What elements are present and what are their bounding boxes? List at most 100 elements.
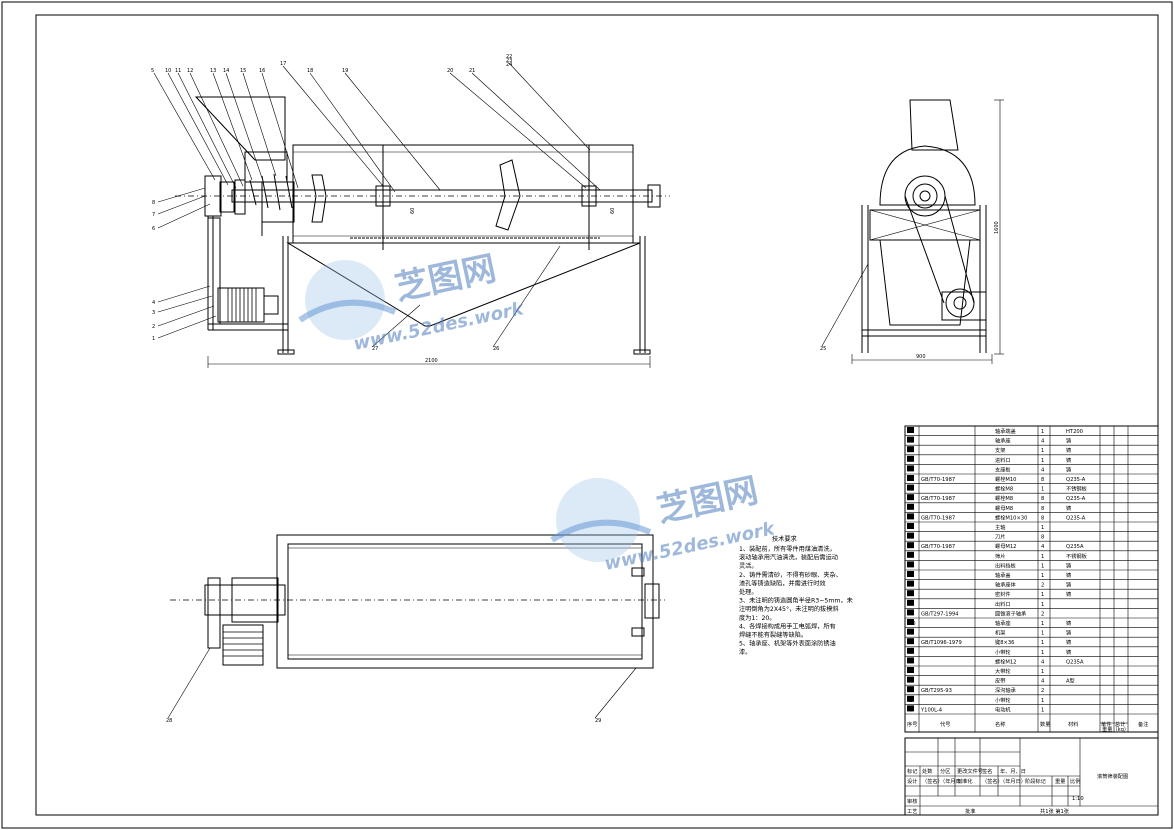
bom-seq: 4 — [909, 679, 913, 685]
bom-name: 键8×36 — [995, 638, 1014, 646]
bom-name: 皮带 — [995, 677, 1005, 685]
callout-12: 12 — [187, 68, 193, 74]
bom-qty: 8 — [1041, 535, 1044, 541]
note-line: 4、各焊接构成用手工电弧焊，所有 — [739, 622, 836, 630]
bom-qty: 4 — [1041, 679, 1045, 685]
svg-text:重量: 重量 — [1055, 777, 1065, 785]
bom-material: 铸 — [1066, 581, 1071, 589]
bom-name: 深沟轴承 — [995, 686, 1017, 694]
bom-material: Q235-A — [1066, 515, 1086, 521]
blade — [495, 159, 521, 231]
callout-28: 28 — [166, 718, 172, 724]
svg-text:批准: 批准 — [965, 807, 975, 815]
side-motor — [941, 291, 987, 321]
bom-seq-mark — [907, 647, 914, 654]
bom-header-cell: 总计 — [1115, 720, 1125, 728]
bom-material: 不锈钢板 — [1066, 552, 1088, 560]
bom-material: HT200 — [1066, 429, 1083, 435]
svg-text:比例: 比例 — [1070, 777, 1080, 785]
notes-title: 技术要求 — [772, 535, 797, 543]
bom-code: GB/T1096-1979 — [921, 640, 962, 646]
bom-name: 电动机 — [995, 705, 1011, 713]
bom-seq-mark — [907, 513, 914, 520]
plan-frame — [276, 534, 654, 669]
bom-seq: 9 — [909, 631, 912, 637]
bom-seq-mark — [907, 667, 914, 673]
leader-lines-left — [157, 187, 217, 339]
bom-name: 密封件 — [995, 590, 1011, 598]
bom-seq-mark — [907, 484, 914, 491]
svg-text:设计: 设计 — [907, 777, 917, 785]
svg-text:签名: 签名 — [982, 767, 992, 775]
inner-frame — [35, 14, 1159, 816]
bom-qty: 1 — [1041, 487, 1044, 493]
note-line: 度为1：20。 — [739, 614, 776, 622]
svg-text:处数: 处数 — [922, 767, 933, 775]
bom-seq: 1 — [909, 707, 912, 713]
bom-name: 出料口 — [995, 600, 1011, 608]
svg-text:（签名）: （签名） — [982, 777, 1003, 785]
bom-material: 铸 — [1066, 629, 1071, 637]
bom-name: 进料口 — [995, 456, 1011, 464]
bom-material: 铸 — [1066, 437, 1071, 445]
bom-material: Q235A — [1066, 544, 1084, 550]
dim-small-a: 60 — [410, 208, 416, 214]
bom-qty: 1 — [1041, 602, 1044, 608]
bom-qty: 8 — [1041, 496, 1044, 502]
bom-name: 筛片 — [995, 552, 1005, 560]
note-line: 漆。 — [739, 648, 751, 656]
bom-material: 铸 — [1066, 465, 1071, 473]
callout-25: 25 — [820, 346, 826, 352]
bom-qty: 1 — [1041, 621, 1044, 627]
motor — [217, 287, 265, 323]
technical-notes: 技术要求 1、装配前，所有零件用煤油清洗，滚动轴承用汽油清洗，装配后需运动灵活。… — [739, 535, 853, 656]
callout-24: 24 — [506, 62, 512, 68]
svg-text:更改文件号: 更改文件号 — [957, 767, 983, 775]
bom-material: 铸 — [1066, 638, 1071, 646]
bom-name: 螺母M12 — [995, 542, 1016, 550]
callout-22: 22 — [506, 54, 512, 60]
bom-qty: 4 — [1041, 659, 1045, 665]
bom-name: 支架 — [995, 446, 1005, 454]
plan-view: 28 29 — [166, 534, 665, 724]
callout-5: 5 — [151, 68, 154, 74]
bom-seq-mark — [907, 571, 914, 577]
bom-qty: 1 — [1041, 592, 1044, 598]
bom-qty: 1 — [1041, 650, 1044, 656]
callout-16: 16 — [259, 68, 265, 74]
bom-code: GB/T70-1987 — [921, 496, 955, 502]
bom-name: 机架 — [995, 629, 1005, 637]
dim-small-b: 60 — [610, 208, 616, 214]
sheet-count: 共1张 第1张 — [1040, 807, 1070, 815]
bom-qty: 1 — [1041, 448, 1044, 454]
watermark-brand-2: 芝图网 — [654, 470, 762, 530]
note-line: 2、铸件需清砂，不得有砂眼、夹杂、 — [739, 571, 842, 579]
bom-header-cell: 序号 — [907, 720, 917, 728]
bom-name: 主轴 — [995, 523, 1005, 531]
bom-seq-mark — [907, 705, 914, 712]
bom-code: GB/T70-1987 — [921, 477, 955, 483]
note-line: 渣孔等铸造缺陷，并需进行时效 — [739, 579, 826, 587]
callout-27: 27 — [372, 346, 378, 352]
callout-19: 19 — [342, 68, 348, 74]
callout-14: 14 — [223, 68, 229, 74]
bom-name: 支座板 — [995, 465, 1011, 473]
plan-shaft-housing — [204, 584, 286, 616]
bom-name: 出料挡板 — [995, 561, 1017, 569]
bom-header-cell: 数量 — [1040, 720, 1050, 728]
bom-qty: 1 — [1041, 573, 1044, 579]
bom-seq: 7 — [909, 650, 912, 656]
bom-qty: 2 — [1041, 611, 1044, 617]
